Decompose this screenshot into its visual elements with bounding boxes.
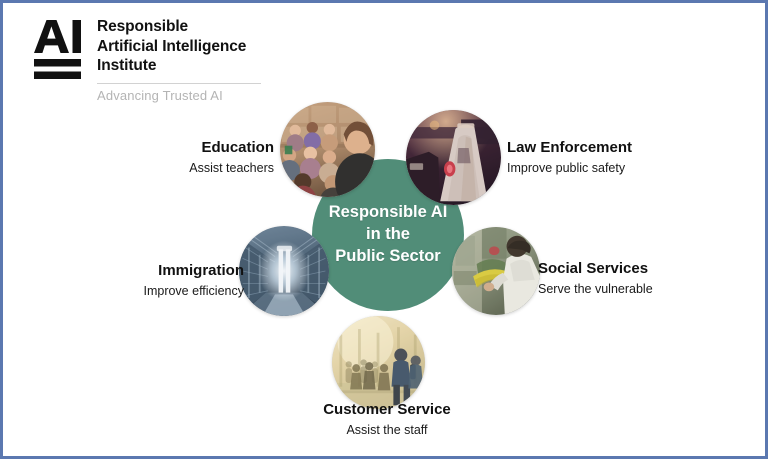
classroom-students-photo xyxy=(280,102,375,197)
diagram-center-label: Responsible AI in the Public Sector xyxy=(328,203,448,265)
pedestrians-crosswalk-photo xyxy=(332,316,425,409)
airport-corridor-photo xyxy=(239,226,329,316)
rai-institute-logo-icon xyxy=(33,17,83,81)
node-title-immigration: Immigration xyxy=(158,262,244,279)
node-label-education: Education Assist teachers xyxy=(189,139,274,177)
node-label-law-enforcement: Law Enforcement Improve public safety xyxy=(507,139,632,177)
node-subtitle-customer-service: Assist the staff xyxy=(346,423,428,437)
brand-logo-block: Responsible Artificial Intelligence Inst… xyxy=(33,17,261,103)
node-title-education: Education xyxy=(201,139,274,156)
node-label-immigration: Immigration Improve efficiency xyxy=(143,262,244,300)
brand-logo-text: Responsible Artificial Intelligence Inst… xyxy=(97,17,261,103)
node-label-social-services: Social Services Serve the vulnerable xyxy=(538,260,653,298)
node-title-social-services: Social Services xyxy=(538,260,649,277)
police-car-night-photo xyxy=(406,110,501,205)
node-label-customer-service: Customer Service Assist the staff xyxy=(3,401,765,439)
node-title-customer-service: Customer Service xyxy=(323,401,451,418)
node-title-law-enforcement: Law Enforcement xyxy=(507,139,633,156)
brand-divider xyxy=(97,83,261,85)
brand-name: Responsible Artificial Intelligence Inst… xyxy=(97,18,247,75)
public-sector-diagram: Responsible AI in the Public Sector xyxy=(3,3,765,456)
brand-tagline: Advancing Trusted AI xyxy=(97,88,223,104)
node-subtitle-education: Assist teachers xyxy=(189,161,274,175)
node-subtitle-immigration: Improve efficiency xyxy=(143,284,244,298)
caregiver-assisting-photo xyxy=(452,227,540,315)
node-subtitle-law-enforcement: Improve public safety xyxy=(507,161,626,175)
node-subtitle-social-services: Serve the vulnerable xyxy=(538,282,653,296)
